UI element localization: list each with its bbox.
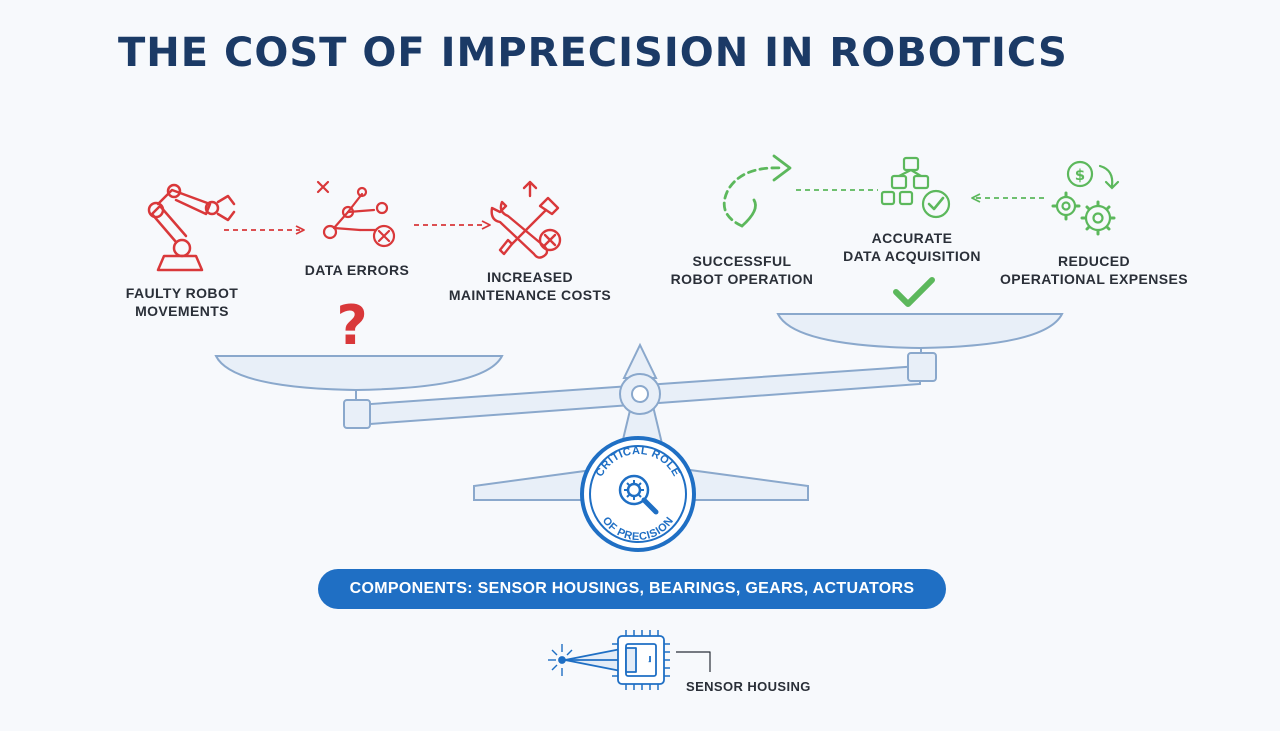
question-mark-icon: ? bbox=[336, 294, 367, 357]
label-increased-maintenance-costs: INCREASED MAINTENANCE COSTS bbox=[448, 269, 612, 303]
page-title: THE COST OF IMPRECISION IN ROBOTICS bbox=[118, 30, 1068, 76]
curved-arrow-icon bbox=[722, 154, 792, 228]
left-scale-pan bbox=[214, 355, 504, 392]
svg-text:?: ? bbox=[336, 294, 367, 357]
robot-arm-icon bbox=[147, 183, 236, 272]
label-successful-robot-operation: SUCCESSFUL ROBOT OPERATION bbox=[670, 253, 814, 287]
check-icon bbox=[893, 277, 935, 307]
sensor-housing-icon: - bbox=[548, 630, 711, 690]
label-faulty-robot-movements: FAULTY ROBOT MOVEMENTS bbox=[125, 285, 239, 319]
gears-dollar-icon: $ bbox=[1051, 160, 1120, 236]
right-end-block bbox=[907, 352, 937, 382]
wrench-screwdriver-icon bbox=[490, 180, 562, 259]
data-blocks-check-icon bbox=[880, 156, 951, 219]
magnifier-gear-icon bbox=[618, 474, 659, 515]
left-end-block bbox=[343, 399, 371, 429]
right-scale-pan bbox=[776, 313, 1064, 350]
label-reduced-operational-expenses: REDUCED OPERATIONAL EXPENSES bbox=[1000, 253, 1188, 287]
components-banner: COMPONENTS: SENSOR HOUSINGS, BEARINGS, G… bbox=[318, 569, 946, 609]
precision-seal: CRITICAL ROLE OF PRECISION bbox=[580, 436, 696, 552]
data-error-network-icon bbox=[316, 180, 396, 248]
arrow-faulty-to-errors bbox=[224, 225, 305, 235]
arrow-reduced-to-accurate bbox=[971, 193, 1046, 203]
svg-text:$: $ bbox=[1075, 166, 1085, 184]
label-accurate-data-acquisition: ACCURATE DATA ACQUISITION bbox=[843, 230, 981, 264]
label-data-errors: DATA ERRORS bbox=[304, 262, 410, 278]
arrow-errors-to-maintenance bbox=[414, 220, 491, 230]
label-sensor-housing: SENSOR HOUSING bbox=[686, 679, 811, 694]
